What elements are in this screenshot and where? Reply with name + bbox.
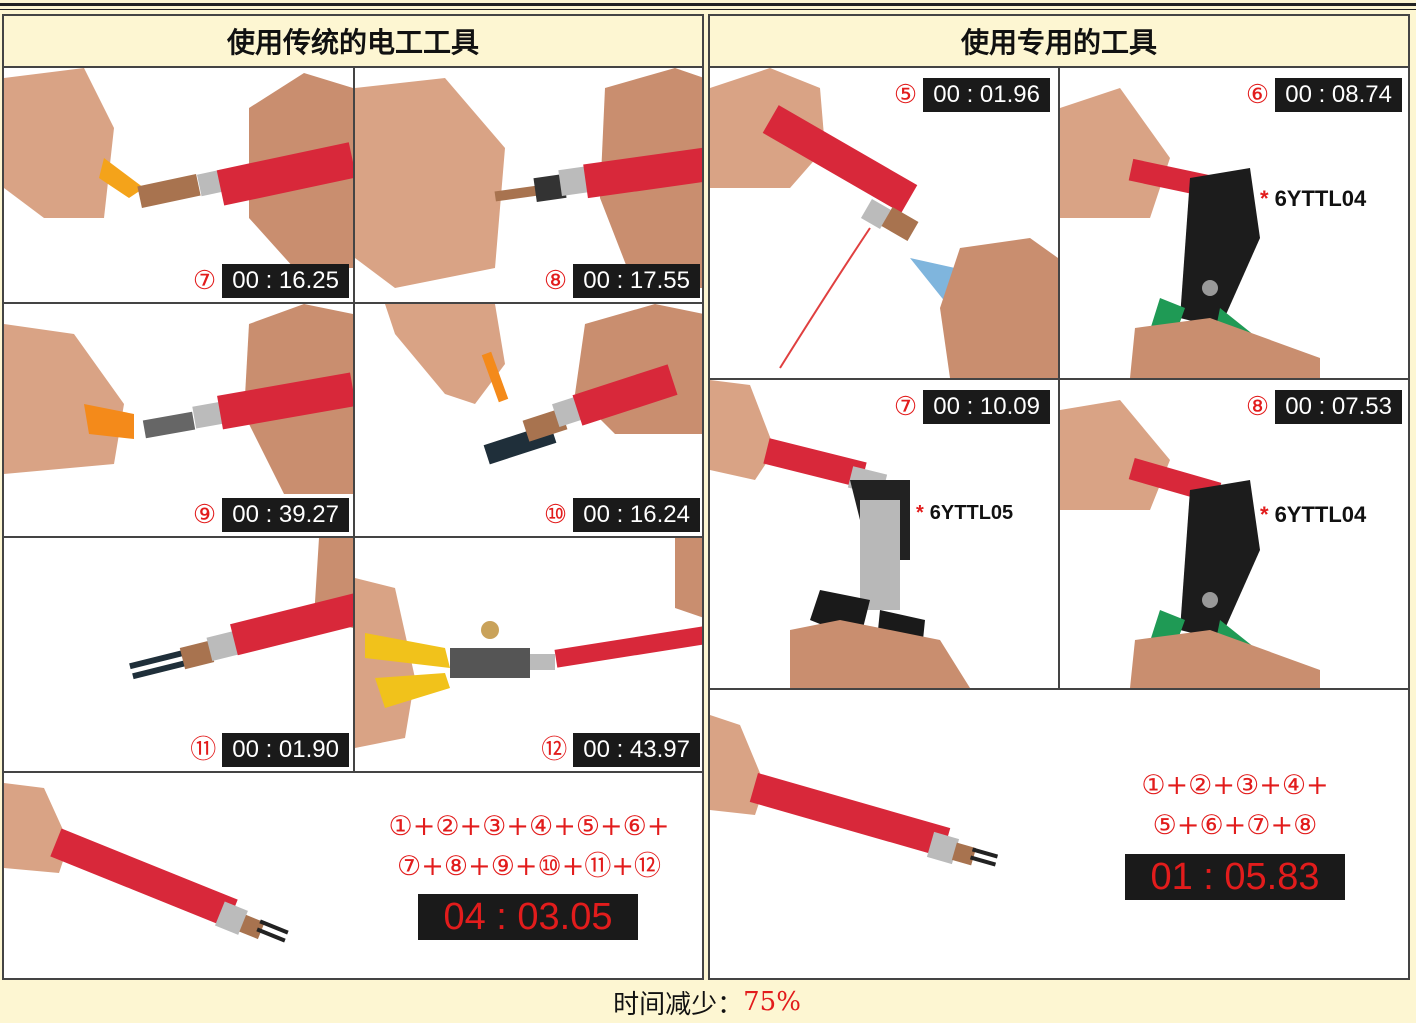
step-11: ⑪ 00 : 01.90 [190, 733, 349, 767]
top-rule [0, 3, 1416, 6]
step-8: ⑧ 00 : 07.53 [1246, 390, 1402, 424]
step-marker: ⑦ [192, 266, 217, 296]
step-12: ⑫ 00 : 43.97 [541, 733, 700, 767]
sum-formula-line-2: ⑦+⑧+⑨+⑩+⑪+⑫ [397, 851, 661, 882]
step-9: ⑨ 00 : 39.27 [193, 498, 349, 532]
sum-formula-line-1: ①+②+③+④+⑤+⑥+ [388, 811, 670, 842]
result-cell: ①+②+③+④+ ⑤+⑥+⑦+⑧ 01 : 05.83 [710, 690, 1408, 978]
photo-cell: ⑧ 00 : 17.55 [355, 68, 702, 302]
model-code: 6YTTL04 [1274, 502, 1367, 527]
grid-divider [4, 302, 702, 304]
cable-stripping-photo [1060, 400, 1320, 688]
cable-stripping-photo [710, 68, 1058, 378]
step-10: ⑩ 00 : 16.24 [544, 498, 700, 532]
grid-divider [4, 771, 702, 773]
finished-cable-photo [710, 715, 999, 867]
model-asterisk: * [1260, 502, 1269, 527]
result-cell: ①+②+③+④+⑤+⑥+ ⑦+⑧+⑨+⑩+⑪+⑫ 04 : 03.05 [4, 773, 702, 978]
photo-cell: ⑧ 00 : 07.53 *6YTTL04 [1060, 380, 1408, 688]
step-marker: ⑫ [541, 735, 568, 765]
reduction-percentage: 75% [743, 987, 801, 1017]
model-asterisk: * [1260, 186, 1269, 211]
time-reduction-summary: 时间减少：75% [5, 981, 1409, 1023]
step-marker: ⑩ [543, 500, 568, 530]
model-code: 6YTTL05 [929, 502, 1014, 524]
step-timer: 00 : 07.53 [1275, 390, 1402, 424]
photo-cell: ⑦ 00 : 10.09 *6YTTL05 [710, 380, 1058, 688]
step-8: ⑧ 00 : 17.55 [544, 264, 700, 298]
step-timer: 00 : 08.74 [1275, 78, 1402, 112]
tool-model-label: *6YTTL05 [916, 502, 1013, 525]
finished-cable-photo [4, 783, 289, 943]
step-timer: 00 : 39.27 [222, 498, 349, 532]
model-code: 6YTTL04 [1274, 186, 1367, 211]
step-7: ⑦ 00 : 16.25 [193, 264, 349, 298]
photo-cell: ⑪ 00 : 01.90 [4, 538, 353, 771]
cable-stripping-photo [355, 538, 702, 748]
traditional-tools-panel: 使用传统的电工工具 ⑦ 00 : 16.25 ⑧ 00 [2, 14, 704, 980]
photo-cell: ⑫ 00 : 43.97 [355, 538, 702, 771]
step-timer: 00 : 17.55 [573, 264, 700, 298]
tool-model-label: *6YTTL04 [1260, 186, 1366, 212]
cable-stripping-photo [4, 68, 353, 268]
cable-stripping-photo [129, 538, 353, 680]
sum-formula-line-1: ①+②+③+④+ [1141, 770, 1329, 801]
photo-cell: ⑦ 00 : 16.25 [4, 68, 353, 302]
model-asterisk: * [916, 502, 924, 524]
photo-cell: ⑩ 00 : 16.24 [355, 304, 702, 536]
top-rule-thin [0, 9, 1416, 10]
photo-cell: ⑨ 00 : 39.27 [4, 304, 353, 536]
step-marker: ⑥ [1245, 80, 1270, 110]
reduction-label: 时间减少： [613, 989, 744, 1020]
step-timer: 00 : 10.09 [923, 390, 1050, 424]
grid-divider [710, 378, 1408, 380]
total-time-display: 01 : 05.83 [1125, 854, 1345, 900]
step-7: ⑦ 00 : 10.09 [894, 390, 1050, 424]
grid-divider [353, 68, 355, 771]
grid-divider [4, 536, 702, 538]
grid-divider [710, 688, 1408, 690]
cable-stripping-photo [355, 68, 702, 288]
step-6: ⑥ 00 : 08.74 [1246, 78, 1402, 112]
photo-cell: ⑤ 00 : 01.96 [710, 68, 1058, 378]
traditional-tools-heading: 使用传统的电工工具 [4, 16, 702, 68]
dedicated-tools-panel: 使用专用的工具 ⑤ 00 : 01.96 [708, 14, 1410, 980]
step-timer: 00 : 43.97 [573, 733, 700, 767]
step-marker: ⑧ [1245, 392, 1270, 422]
cable-stripping-photo [385, 304, 702, 465]
step-timer: 00 : 01.96 [923, 78, 1050, 112]
step-marker: ⑧ [543, 266, 568, 296]
step-timer: 00 : 16.25 [222, 264, 349, 298]
step-5: ⑤ 00 : 01.96 [894, 78, 1050, 112]
step-marker: ⑦ [893, 392, 918, 422]
step-timer: 00 : 16.24 [573, 498, 700, 532]
cable-stripping-photo [710, 380, 970, 688]
step-marker: ⑪ [190, 735, 217, 765]
tool-model-label: *6YTTL04 [1260, 502, 1366, 528]
step-marker: ⑨ [192, 500, 217, 530]
cable-stripping-photo [1060, 88, 1320, 378]
sum-formula-line-2: ⑤+⑥+⑦+⑧ [1152, 810, 1318, 841]
step-timer: 00 : 01.90 [222, 733, 349, 767]
cable-stripping-photo [4, 304, 353, 494]
photo-cell: ⑥ 00 : 08.74 *6YTTL04 [1060, 68, 1408, 378]
dedicated-tools-heading: 使用专用的工具 [710, 16, 1408, 68]
total-time-display: 04 : 03.05 [418, 894, 638, 940]
step-marker: ⑤ [893, 80, 918, 110]
